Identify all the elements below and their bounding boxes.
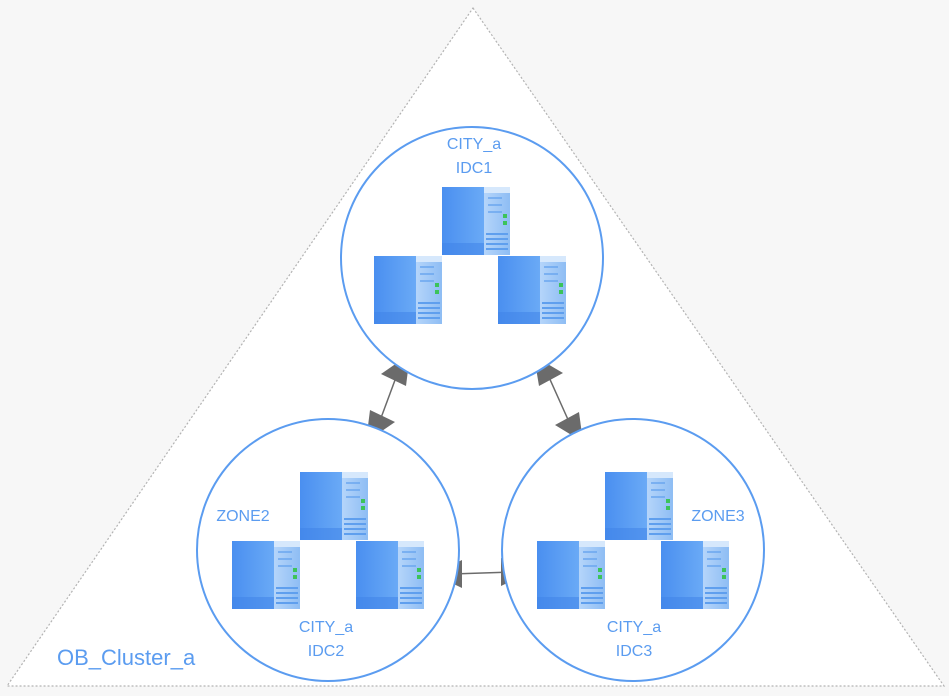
zone1-idc-label: IDC1 (455, 160, 493, 177)
server-icon (660, 540, 730, 610)
server-icon (231, 540, 301, 610)
server-icon (604, 471, 674, 541)
zone2-idc-label: IDC2 (307, 643, 345, 660)
zone3-name-label: ZONE3 (691, 508, 745, 525)
zone3-city-label: CITY_a (606, 619, 662, 636)
server-icon (441, 186, 511, 256)
zone2-city-label: CITY_a (298, 619, 354, 636)
server-icon (373, 255, 443, 325)
server-icon (299, 471, 369, 541)
server-icon (497, 255, 567, 325)
server-icon (536, 540, 606, 610)
zone1-city-label: CITY_a (446, 136, 502, 153)
zone2-name-label: ZONE2 (216, 508, 270, 525)
cluster-name-label: OB_Cluster_a (57, 645, 196, 670)
server-icon (355, 540, 425, 610)
zone3-circle (501, 418, 765, 682)
zone2-circle (196, 418, 460, 682)
zone3-idc-label: IDC3 (615, 643, 653, 660)
